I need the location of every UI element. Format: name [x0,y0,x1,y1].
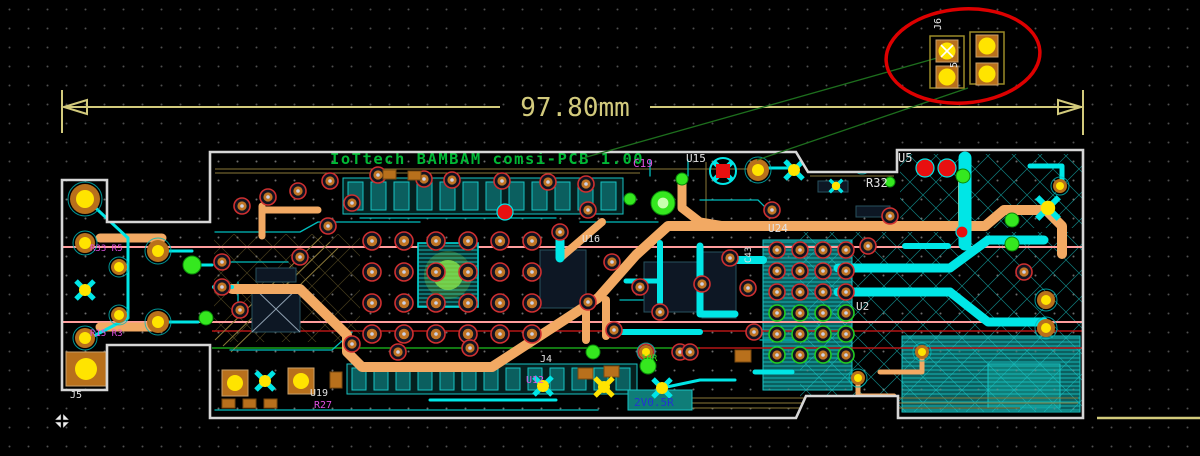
ref-label: R27 [314,400,332,411]
ref-label: J5 [70,390,82,401]
ref-label: R15 R3 [90,329,123,339]
ref-label: R32 [866,176,888,190]
ref-label: 10R [641,354,658,364]
highlight-ellipse[interactable] [883,4,1043,109]
dimension-value: 97.80mm [520,93,630,123]
ref-label: C19 [633,157,653,170]
callout-leader-line [582,57,938,159]
silkscreen-title: IoTtech BAMBAM comsi-PCB 1.00 [330,150,644,168]
ref-label: J6 [933,18,944,30]
ref-label: U16 [582,234,600,245]
ref-label: 5 [949,62,960,68]
board-outline [60,148,1085,420]
ref-label: U19 [310,388,328,399]
origin-marker[interactable]: J5 [53,390,82,430]
ref-label: R33 R5 [90,244,123,254]
ref-label: 2V0.5R [634,396,674,409]
selection-cross-icon [940,44,954,58]
ref-label: C43 [744,247,754,263]
ref-label: U2 [856,300,869,313]
ref-label: U12 [526,375,544,386]
ref-label: J4 [540,354,552,365]
ref-label: U24 [768,222,788,235]
highlighted-component-callout[interactable]: J6 5 [883,4,1043,109]
board-copper-layers: IoTtech BAMBAM comsi-PCB 1.00 [62,150,1083,418]
ref-label: U15 [686,152,706,165]
ref-label: U5 [898,151,912,165]
dimension-annotation[interactable]: 97.80mm [60,90,1085,135]
